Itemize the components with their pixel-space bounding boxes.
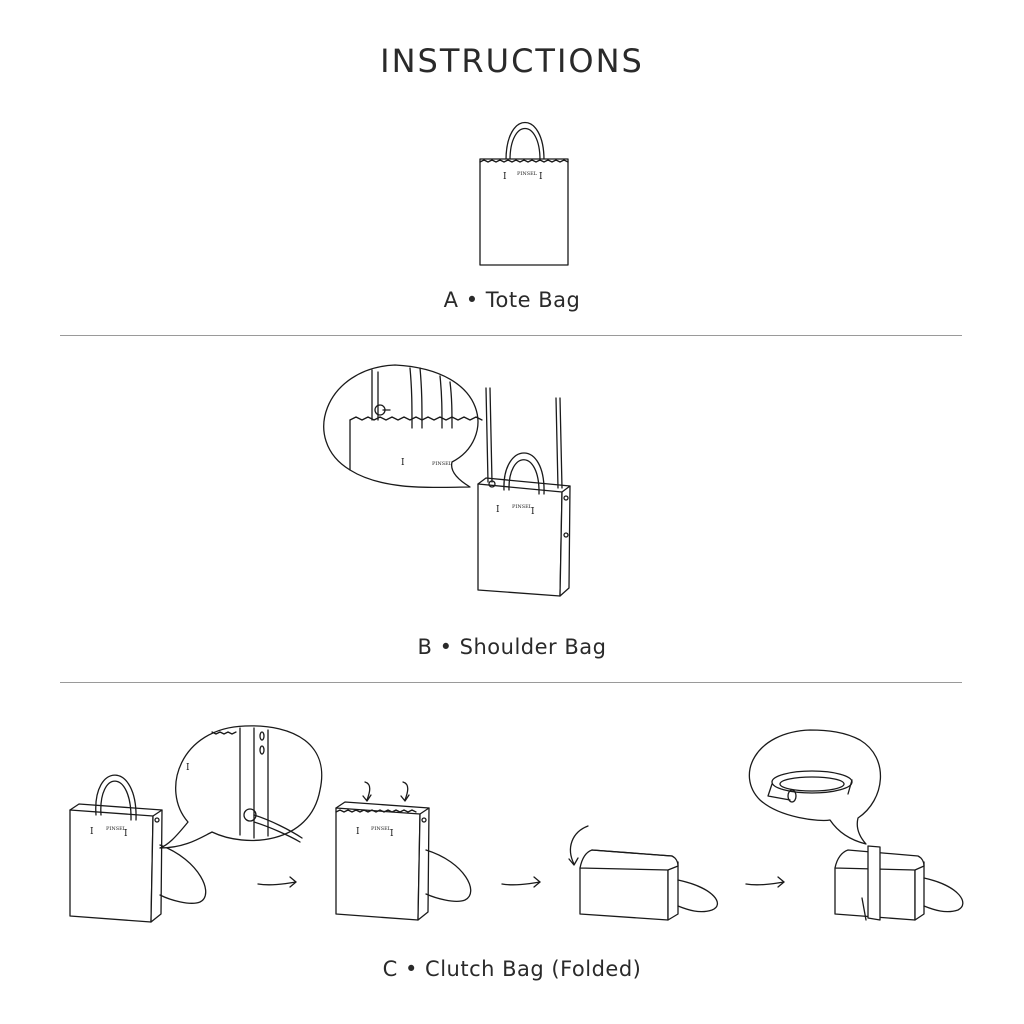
section-divider — [60, 335, 962, 336]
caption-clutch-bag: C • Clutch Bag (Folded) — [382, 957, 642, 981]
svg-text:PINSEL: PINSEL — [371, 826, 392, 832]
svg-text:PINSEL: PINSEL — [512, 504, 533, 510]
svg-text:I: I — [186, 763, 190, 773]
svg-text:I: I — [401, 458, 405, 468]
svg-text:I: I — [503, 172, 507, 182]
tote-bag-illustration: I I PINSEL — [479, 121, 569, 266]
caption-tote-bag: A • Tote Bag — [443, 288, 581, 312]
caption-shoulder-bag: B • Shoulder Bag — [417, 635, 607, 659]
svg-text:PINSEL: PINSEL — [106, 826, 127, 832]
svg-text:I: I — [390, 829, 394, 839]
svg-text:I: I — [90, 827, 94, 837]
svg-text:I: I — [531, 507, 535, 517]
svg-text:PINSEL: PINSEL — [517, 171, 538, 177]
svg-text:I: I — [496, 505, 500, 515]
step-arrow-icon — [257, 881, 297, 886]
clutch-step4-illustration — [748, 729, 964, 921]
clutch-step1-illustration: I I PINSEL I — [69, 725, 323, 923]
svg-text:I: I — [124, 829, 128, 839]
page-title: INSTRUCTIONS — [380, 42, 644, 80]
step-arrow-icon — [745, 881, 785, 886]
shoulder-bag-illustration: I PINSEL I I PINSEL — [323, 364, 571, 597]
section-divider — [60, 682, 962, 683]
step-arrow-icon — [501, 881, 541, 886]
svg-text:PINSEL: PINSEL — [432, 461, 453, 467]
clutch-step3-illustration — [568, 825, 718, 921]
svg-text:I: I — [356, 827, 360, 837]
svg-text:I: I — [539, 172, 543, 182]
clutch-step2-illustration: I I PINSEL — [335, 781, 472, 921]
